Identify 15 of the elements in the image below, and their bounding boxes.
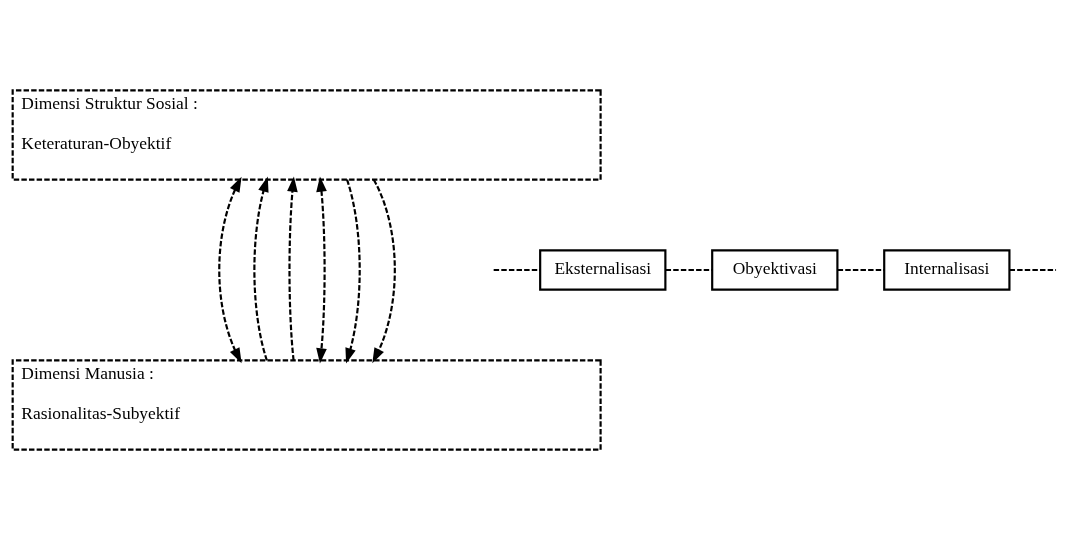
node-box: Eksternalisasi	[539, 249, 667, 291]
arrow	[345, 179, 361, 364]
node-box: Dimensi Struktur Sosial : Keteraturan-Obyektif	[11, 89, 602, 181]
node-box: Dimensi Manusia : Rasionalitas-Subyektif	[11, 359, 602, 451]
arrow	[372, 179, 396, 364]
connector	[493, 268, 541, 272]
node-box: Internalisasi	[883, 249, 1011, 291]
connector	[665, 268, 713, 272]
node-box: Obyektivasi	[711, 249, 839, 291]
arrow	[316, 176, 327, 364]
connector	[837, 268, 885, 272]
arrow	[218, 176, 242, 364]
arrow	[253, 176, 269, 361]
arrow	[287, 176, 298, 361]
connector	[1009, 268, 1057, 272]
